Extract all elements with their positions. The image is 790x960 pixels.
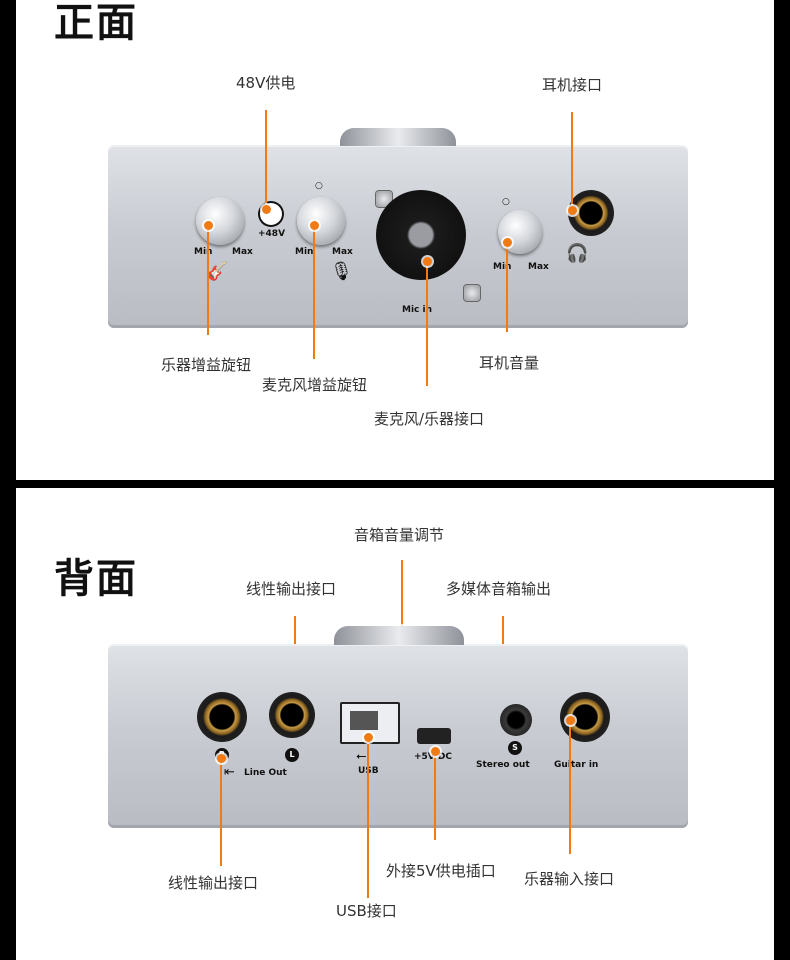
- marker-headphone-volume: [503, 238, 512, 247]
- dc-power-port: [417, 728, 451, 744]
- label-mic-instrument-jack: 麦克风/乐器接口: [374, 410, 485, 428]
- leader-headphone-jack: [571, 112, 573, 210]
- label-dc-power: 外接5V供电插口: [386, 862, 496, 880]
- top-knob-edge: [340, 128, 456, 146]
- indicator-ring: ○: [315, 181, 323, 191]
- leader-headphone-volume: [506, 242, 508, 332]
- indicator-ring: ○: [502, 197, 510, 207]
- leader-instrument-gain: [207, 225, 209, 335]
- front-panel: 正面 Min Max 🎸 +48V ○ Min Max 🎙 Mic in ○ M…: [16, 0, 774, 480]
- max-print: Max: [528, 262, 549, 272]
- leader-mic-gain: [313, 225, 315, 359]
- dc-print: +5V DC: [414, 752, 452, 762]
- headphones-icon: 🎧: [566, 243, 589, 264]
- front-heading: 正面: [54, 0, 138, 46]
- phantom-power-button: [258, 201, 284, 227]
- leader-phantom-power: [265, 110, 267, 210]
- mic-combo-jack: [376, 190, 466, 280]
- min-print: Min: [194, 247, 213, 257]
- label-line-out-top: 线性输出接口: [246, 580, 337, 598]
- back-panel: 背面 音箱音量调节 线性输出接口 多媒体音箱输出 R L ⇤ Line Out …: [16, 488, 774, 960]
- back-heading: 背面: [54, 556, 138, 602]
- left-channel-badge: L: [285, 748, 299, 762]
- microphone-icon: 🎙: [330, 261, 353, 282]
- label-speaker-volume: 音箱音量调节: [354, 526, 445, 544]
- label-usb-port: USB接口: [336, 902, 397, 920]
- plus48v-print: +48V: [258, 229, 286, 239]
- usb-b-port: [340, 702, 400, 744]
- leader-usb-port: [367, 738, 369, 898]
- marker-instrument-gain: [204, 221, 213, 230]
- leader-dc-power: [434, 752, 436, 840]
- min-print: Min: [295, 247, 314, 257]
- usb-port-insert: [350, 711, 378, 730]
- line-out-l-jack: [269, 692, 315, 738]
- label-multimedia-out: 多媒体音箱输出: [446, 580, 552, 598]
- marker-instrument-input: [566, 716, 575, 725]
- label-instrument-gain: 乐器增益旋钮: [161, 356, 252, 374]
- label-phantom-power: 48V供电: [236, 74, 296, 92]
- line-out-print: Line Out: [244, 768, 287, 778]
- stereo-out-print: Stereo out: [476, 760, 530, 770]
- guitar-in-print: Guitar in: [554, 760, 599, 770]
- screw-bottom: [464, 285, 480, 301]
- marker-mic-gain: [310, 221, 319, 230]
- guitar-icon: 🎸: [206, 261, 229, 282]
- marker-phantom-power: [262, 205, 271, 214]
- label-mic-gain: 麦克风增益旋钮: [262, 376, 368, 394]
- label-headphone-volume: 耳机音量: [479, 354, 540, 372]
- usb-icon: ⭠: [356, 749, 367, 764]
- max-print: Max: [332, 247, 353, 257]
- back-device-photo: R L ⇤ Line Out ⭠ USB +5V DC S Stereo out…: [108, 626, 688, 828]
- label-line-out-bottom: 线性输出接口: [168, 874, 259, 892]
- mic-in-print: Mic in: [402, 305, 433, 315]
- headphone-volume-knob: [498, 210, 542, 254]
- max-print: Max: [232, 247, 253, 257]
- stereo-badge: S: [508, 741, 522, 755]
- leader-speaker-volume: [401, 560, 403, 632]
- leader-line-out-bottom: [220, 758, 222, 866]
- label-headphone-jack: 耳机接口: [542, 76, 603, 94]
- marker-dc-power: [431, 747, 440, 756]
- stereo-out-jack: [500, 704, 532, 736]
- instrument-gain-knob: [196, 197, 244, 245]
- min-print: Min: [493, 262, 512, 272]
- marker-mic-instrument-jack: [423, 257, 432, 266]
- front-device-photo: Min Max 🎸 +48V ○ Min Max 🎙 Mic in ○ Min …: [108, 128, 688, 328]
- marker-headphone-jack: [568, 206, 577, 215]
- top-knob-edge: [334, 626, 464, 645]
- line-out-r-jack: [197, 692, 247, 742]
- output-arrow-icon: ⇤: [224, 765, 235, 780]
- label-instrument-input: 乐器输入接口: [524, 870, 615, 888]
- leader-instrument-input: [569, 720, 571, 854]
- leader-mic-instrument-jack: [426, 262, 428, 386]
- marker-line-out-bottom: [217, 754, 226, 763]
- marker-usb-port: [364, 733, 373, 742]
- mic-gain-knob: [297, 197, 345, 245]
